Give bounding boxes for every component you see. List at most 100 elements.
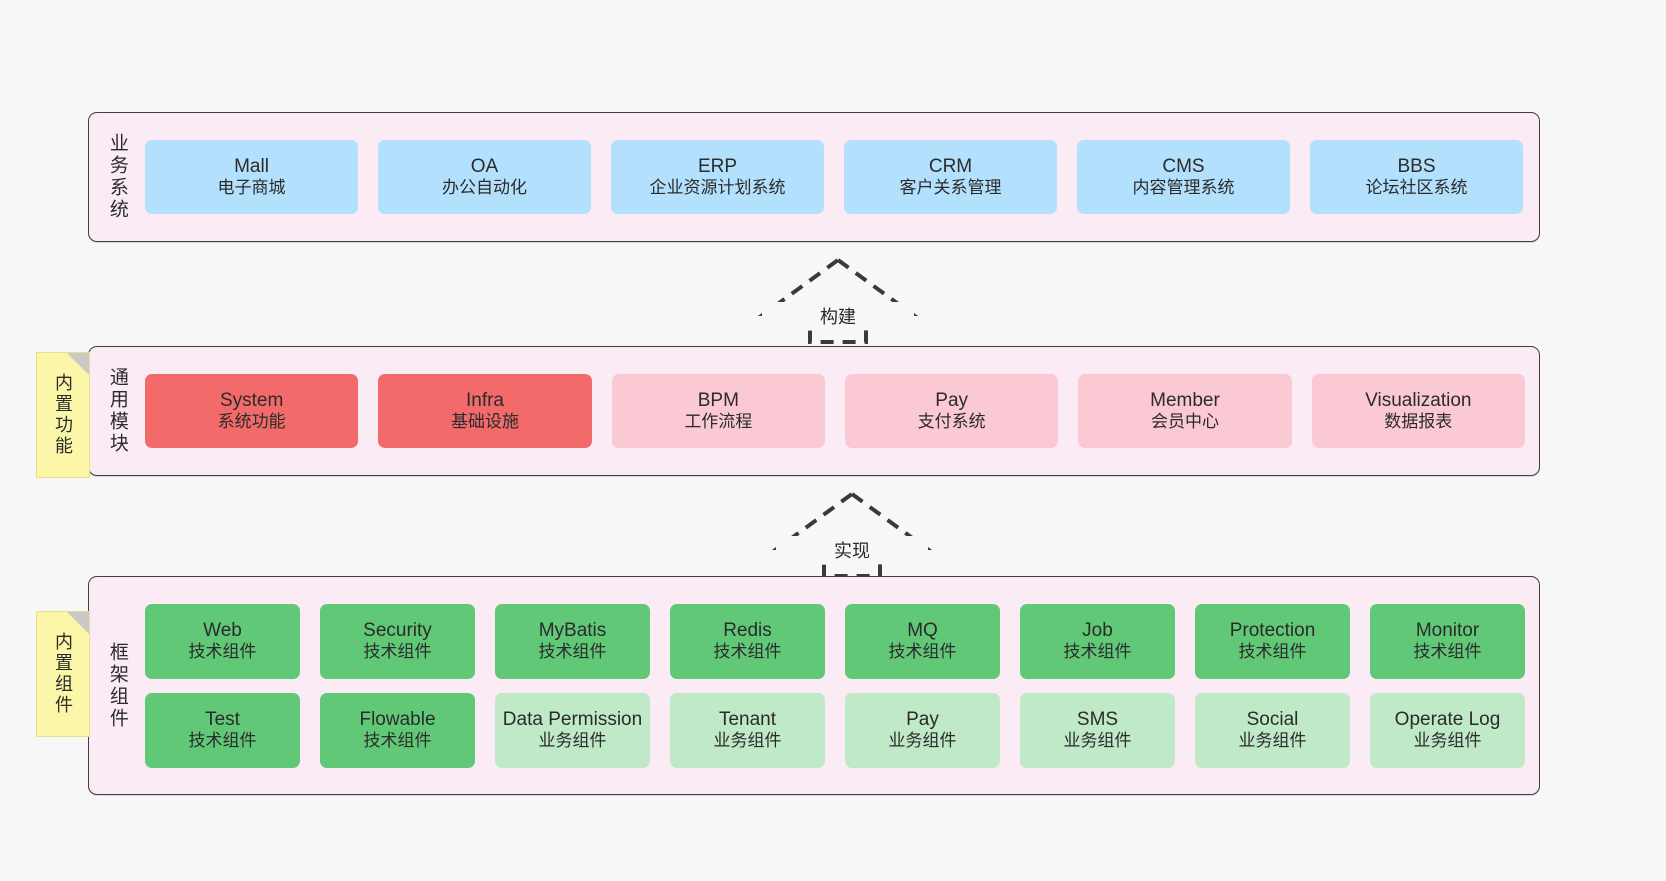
card-bpm[interactable]: BPM 工作流程	[611, 374, 825, 448]
card-infra[interactable]: Infra 基础设施	[378, 374, 592, 448]
card-oa-name: OA	[470, 156, 499, 178]
card-tenant-desc: 业务组件	[713, 731, 782, 751]
card-mall[interactable]: Mall 电子商城	[145, 140, 358, 214]
card-protection[interactable]: Protection 技术组件	[1195, 603, 1350, 679]
card-mall-desc: 电子商城	[217, 178, 286, 198]
card-bpm-desc: 工作流程	[684, 412, 753, 432]
card-security-desc: 技术组件	[363, 642, 432, 662]
card-data-permission[interactable]: Data Permission 业务组件	[495, 692, 650, 768]
arrow-build-label: 构建	[762, 302, 914, 330]
card-pay-component[interactable]: Pay 业务组件	[845, 692, 1000, 768]
card-test[interactable]: Test 技术组件	[145, 692, 300, 768]
layer-common-modules: 通用模块 System 系统功能 Infra 基础设施 BPM 工作流程 Pay	[88, 346, 1540, 476]
card-pay-module[interactable]: Pay 支付系统	[844, 374, 1059, 448]
card-social[interactable]: Social 业务组件	[1195, 692, 1350, 768]
framework-components-row-2: Test 技术组件 Flowable 技术组件 Data Permission …	[145, 692, 1525, 768]
card-protection-desc: 技术组件	[1238, 642, 1307, 662]
card-sms-desc: 业务组件	[1063, 731, 1132, 751]
card-mq-name: MQ	[907, 620, 938, 642]
card-system[interactable]: System 系统功能	[145, 374, 359, 448]
layer-framework-components-title: 框架组件	[89, 577, 145, 794]
card-web-name: Web	[203, 620, 242, 642]
card-oa[interactable]: OA 办公自动化	[378, 140, 591, 214]
card-security-name: Security	[363, 620, 432, 642]
card-bpm-name: BPM	[697, 390, 739, 412]
sticky-note-builtin-features-text: 内置功能	[53, 373, 73, 457]
card-security[interactable]: Security 技术组件	[320, 603, 475, 679]
framework-components-row-1: Web 技术组件 Security 技术组件 MyBatis 技术组件 Redi…	[145, 603, 1525, 679]
sticky-note-fold-icon	[67, 353, 89, 375]
card-system-desc: 系统功能	[217, 412, 286, 432]
card-cms[interactable]: CMS 内容管理系统	[1077, 140, 1290, 214]
card-erp-name: ERP	[697, 156, 738, 178]
card-infra-desc: 基础设施	[450, 412, 519, 432]
card-erp[interactable]: ERP 企业资源计划系统	[611, 140, 824, 214]
layer-framework-components: 框架组件 Web 技术组件 Security 技术组件 MyBatis 技术组件…	[88, 576, 1540, 795]
card-mybatis-desc: 技术组件	[538, 642, 607, 662]
card-data-permission-name: Data Permission	[502, 709, 643, 731]
card-test-name: Test	[205, 709, 240, 731]
card-operate-log[interactable]: Operate Log 业务组件	[1370, 692, 1525, 768]
card-pay-module-desc: 支付系统	[917, 412, 986, 432]
card-monitor[interactable]: Monitor 技术组件	[1370, 603, 1525, 679]
card-mall-name: Mall	[234, 156, 269, 178]
card-redis[interactable]: Redis 技术组件	[670, 603, 825, 679]
layer-common-modules-title-text: 通用模块	[106, 367, 128, 455]
card-web[interactable]: Web 技术组件	[145, 603, 300, 679]
card-tenant[interactable]: Tenant 业务组件	[670, 692, 825, 768]
card-sms[interactable]: SMS 业务组件	[1020, 692, 1175, 768]
card-operate-log-desc: 业务组件	[1413, 731, 1482, 751]
card-mq[interactable]: MQ 技术组件	[845, 603, 1000, 679]
card-member-desc: 会员中心	[1150, 412, 1219, 432]
sticky-note-builtin-features: 内置功能	[36, 352, 90, 478]
card-cms-name: CMS	[1162, 156, 1205, 178]
card-flowable-desc: 技术组件	[363, 731, 432, 751]
card-system-name: System	[219, 390, 284, 412]
card-test-desc: 技术组件	[188, 731, 257, 751]
layer-business-systems-title-text: 业务系统	[106, 133, 128, 221]
card-visualization[interactable]: Visualization 数据报表	[1311, 374, 1525, 448]
common-modules-row: System 系统功能 Infra 基础设施 BPM 工作流程 Pay 支付系统…	[145, 374, 1525, 448]
card-crm[interactable]: CRM 客户关系管理	[844, 140, 1057, 214]
card-mq-desc: 技术组件	[888, 642, 957, 662]
card-visualization-desc: 数据报表	[1384, 412, 1453, 432]
card-job[interactable]: Job 技术组件	[1020, 603, 1175, 679]
card-data-permission-desc: 业务组件	[538, 731, 607, 751]
arrow-implement-label: 实现	[776, 536, 928, 564]
card-member[interactable]: Member 会员中心	[1078, 374, 1292, 448]
card-redis-name: Redis	[723, 620, 772, 642]
card-monitor-name: Monitor	[1415, 620, 1480, 642]
card-tenant-name: Tenant	[718, 709, 777, 731]
card-bbs-name: BBS	[1397, 156, 1436, 178]
card-web-desc: 技术组件	[188, 642, 257, 662]
card-oa-desc: 办公自动化	[442, 178, 527, 198]
layer-business-systems-title: 业务系统	[89, 113, 145, 241]
sticky-note-fold-icon	[67, 612, 89, 634]
card-social-name: Social	[1246, 709, 1299, 731]
card-job-name: Job	[1082, 620, 1113, 642]
card-mybatis[interactable]: MyBatis 技术组件	[495, 603, 650, 679]
card-protection-name: Protection	[1229, 620, 1316, 642]
card-member-name: Member	[1150, 390, 1220, 412]
card-job-desc: 技术组件	[1063, 642, 1132, 662]
card-visualization-name: Visualization	[1365, 390, 1472, 412]
card-redis-desc: 技术组件	[713, 642, 782, 662]
card-bbs-desc: 论坛社区系统	[1365, 178, 1468, 198]
layer-common-modules-title: 通用模块	[89, 347, 145, 475]
card-flowable[interactable]: Flowable 技术组件	[320, 692, 475, 768]
layer-business-systems: 业务系统 Mall 电子商城 OA 办公自动化 ERP 企业资源计划系统 CRM	[88, 112, 1540, 242]
card-flowable-name: Flowable	[359, 709, 436, 731]
sticky-note-builtin-components-text: 内置组件	[53, 632, 73, 716]
card-crm-desc: 客户关系管理	[899, 178, 1002, 198]
card-monitor-desc: 技术组件	[1413, 642, 1482, 662]
layer-framework-components-body: Web 技术组件 Security 技术组件 MyBatis 技术组件 Redi…	[145, 577, 1539, 794]
sticky-note-builtin-components: 内置组件	[36, 611, 90, 737]
card-bbs[interactable]: BBS 论坛社区系统	[1310, 140, 1523, 214]
card-infra-name: Infra	[465, 390, 504, 412]
card-mybatis-name: MyBatis	[538, 620, 607, 642]
card-pay-component-name: Pay	[906, 709, 939, 731]
card-pay-module-name: Pay	[935, 390, 969, 412]
layer-framework-components-title-text: 框架组件	[106, 641, 128, 730]
card-crm-name: CRM	[928, 156, 973, 178]
